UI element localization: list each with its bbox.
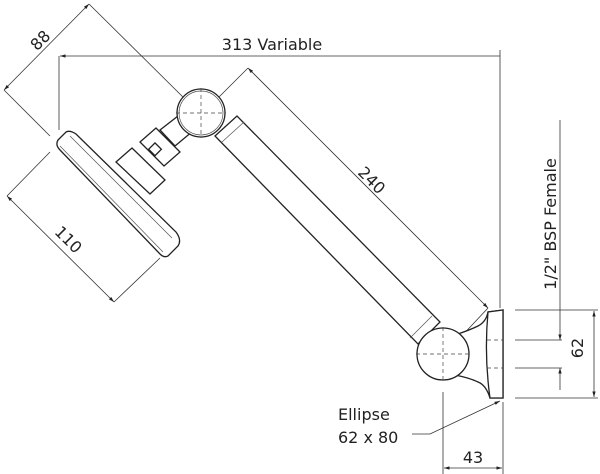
shower-head [56,115,194,258]
head-diameter-label: 110 [51,222,86,257]
overall-width-label: 313 Variable [222,35,322,54]
shower-arm [214,115,441,345]
arm-length-label: 240 [354,163,389,198]
flange-height-dimension: 62 [515,309,598,399]
flange-projection-label: 43 [463,448,483,467]
ellipse-note-line2: 62 x 80 [338,428,398,447]
flange-projection-dimension: 43 [442,392,504,474]
connection-dimension: 1/2" BSP Female [515,120,562,390]
upper-swivel-joint [176,88,226,138]
ellipse-note: Ellipse 62 x 80 [338,400,501,447]
arm-length-dimension: 240 [217,67,489,341]
head-depth-label: 88 [26,26,54,54]
connection-label: 1/2" BSP Female [541,158,560,290]
wall-flange [454,309,504,399]
lower-swivel-joint [416,327,470,382]
ellipse-note-line1: Ellipse [338,405,390,424]
overall-width-dimension: 313 Variable [58,35,501,308]
flange-height-label: 62 [568,338,587,358]
head-depth-dimension: 88 [3,3,191,137]
